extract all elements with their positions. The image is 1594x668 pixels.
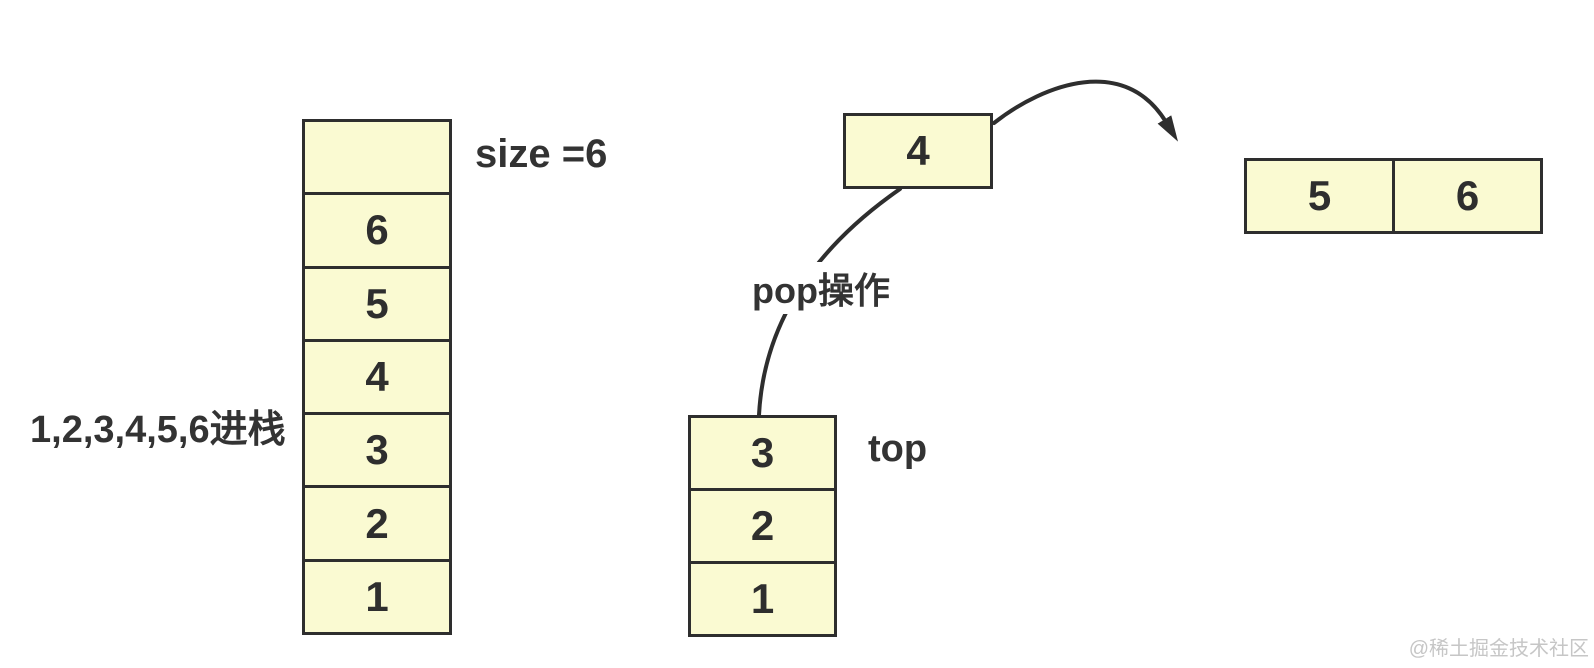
full-stack: 6 5 4 3 2 1 (302, 119, 452, 636)
stack-cell: 2 (688, 488, 837, 564)
stack-cell: 4 (302, 338, 452, 416)
pop-out-arrow (992, 79, 1179, 142)
popped-value-box: 4 (843, 113, 993, 189)
stack-cell: 3 (302, 412, 452, 489)
output-cell: 6 (1392, 158, 1543, 234)
watermark: @稀土掘金技术社区 (1408, 638, 1589, 660)
output-cell: 5 (1244, 158, 1395, 234)
stack-cell-top: 3 (688, 415, 837, 491)
popped-output-row: 5 6 (1244, 158, 1543, 234)
stack-cell-empty (302, 119, 452, 196)
push-sequence-label: 1,2,3,4,5,6进栈 (30, 409, 286, 451)
stack-after-pop: 3 2 1 (688, 415, 837, 637)
popped-value: 4 (906, 127, 930, 174)
stack-cell: 1 (302, 558, 452, 636)
stack-cell: 1 (688, 561, 837, 637)
top-pointer-label: top (868, 428, 928, 470)
stack-cell: 5 (302, 265, 452, 342)
stack-cell: 2 (302, 485, 452, 562)
pop-operation-label: pop操作 (748, 262, 894, 314)
size-label: size =6 (475, 132, 608, 176)
stack-cell: 6 (302, 192, 452, 269)
